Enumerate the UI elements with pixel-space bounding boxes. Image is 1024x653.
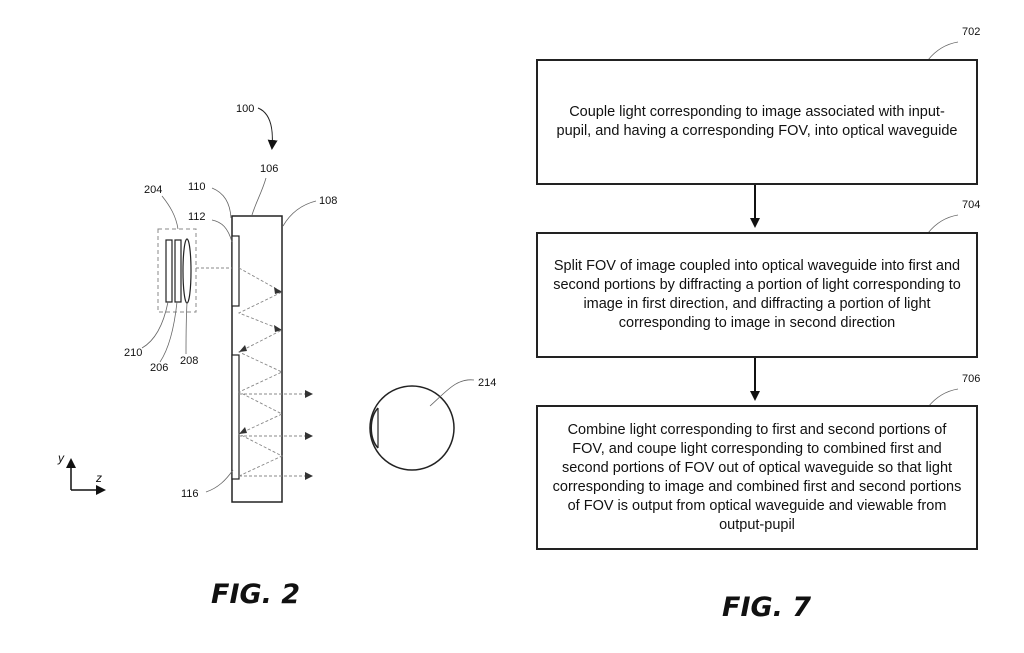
- ref-210-leader: [141, 301, 169, 349]
- ref-208-leader: [185, 302, 188, 355]
- step-702-text: Couple light corresponding to image asso…: [556, 104, 958, 139]
- ref-116: 116: [181, 488, 199, 500]
- ref-110-leader: [211, 187, 232, 219]
- ref-106: 106: [260, 163, 278, 175]
- ref-702-leader: [927, 41, 959, 61]
- ref-108: 108: [319, 195, 337, 207]
- tir-arrowhead: [239, 427, 247, 434]
- fig2-caption: FIG. 2: [211, 579, 300, 610]
- polarizer-element: [174, 239, 182, 303]
- tir-light-path: [237, 267, 284, 477]
- ref-206: 206: [150, 362, 168, 374]
- ref-100: 100: [236, 103, 254, 115]
- outcoupling-grating: [231, 354, 240, 480]
- ref-214-leader: [429, 379, 475, 407]
- y-axis-label: y: [57, 451, 65, 465]
- incoupling-grating: [231, 235, 240, 307]
- ref-704: 704: [962, 199, 980, 211]
- ref-706: 706: [962, 373, 980, 385]
- fig7-caption: FIG. 7: [722, 592, 811, 623]
- ref-204-leader: [161, 195, 179, 230]
- ref-100-arrow: [257, 107, 278, 150]
- ref-110: 110: [188, 181, 206, 193]
- eye-icon: [369, 385, 455, 471]
- optical-waveguide: [231, 215, 283, 503]
- step-706-text: Combine light corresponding to first and…: [552, 421, 962, 533]
- lens-element: [182, 238, 192, 304]
- ref-106-leader: [251, 177, 267, 216]
- z-axis-label: z: [95, 471, 102, 485]
- tir-arrowhead: [239, 345, 247, 352]
- fig2-diagram: 100 106 108 110 112 204 210 206 208: [57, 103, 496, 610]
- display-element: [165, 239, 173, 303]
- tir-arrowhead: [274, 325, 282, 332]
- ref-116-leader: [205, 469, 234, 493]
- flowchart-step-704: Split FOV of image coupled into optical …: [536, 232, 978, 358]
- ref-702: 702: [962, 26, 980, 38]
- ref-704-leader: [927, 214, 959, 234]
- ref-208: 208: [180, 355, 198, 367]
- ref-108-leader: [282, 200, 317, 227]
- ref-204: 204: [144, 184, 162, 196]
- projector-assembly-box: [157, 228, 197, 313]
- step-704-text: Split FOV of image coupled into optical …: [553, 258, 961, 331]
- ref-112-leader: [211, 219, 233, 243]
- ref-706-leader: [927, 388, 959, 408]
- tir-arrowhead: [274, 287, 282, 294]
- fig7-connectors: 702 704 706 FIG. 7: [722, 26, 980, 623]
- flowchart-step-702: Couple light corresponding to image asso…: [536, 59, 978, 185]
- flowchart-step-706: Combine light corresponding to first and…: [536, 405, 978, 550]
- ref-210: 210: [124, 347, 142, 359]
- ref-112: 112: [188, 211, 206, 223]
- ref-206-leader: [159, 301, 178, 363]
- ref-214: 214: [478, 377, 496, 389]
